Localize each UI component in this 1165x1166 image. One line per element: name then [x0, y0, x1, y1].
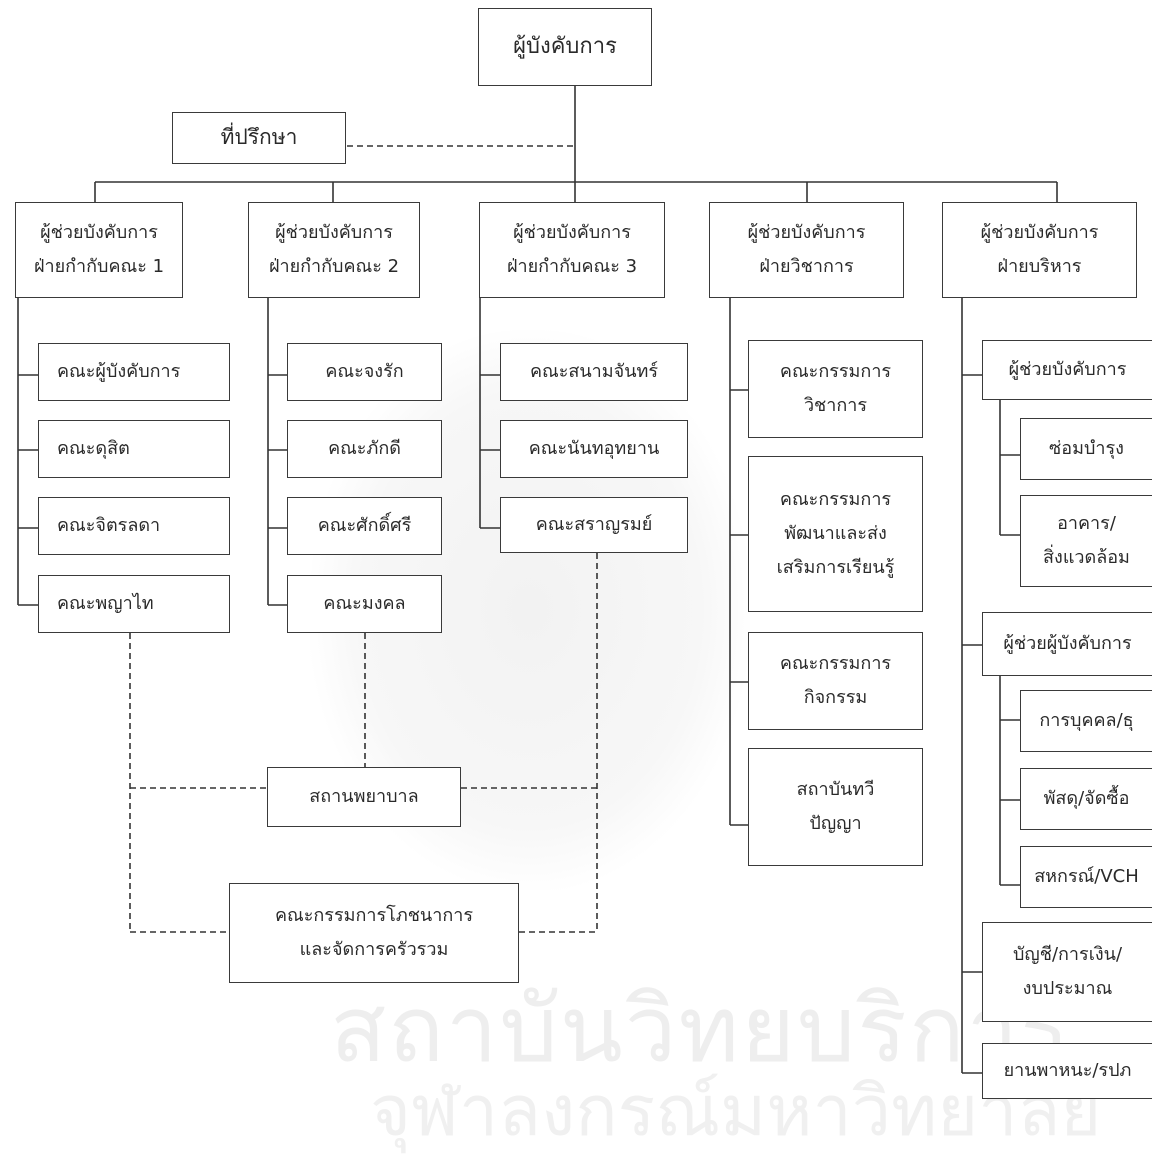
personnel-label: การบุคคล/ธุ	[1039, 709, 1134, 731]
house-label: คณะดุสิต	[57, 437, 130, 459]
connector-lines	[17, 86, 1058, 1074]
house-box: คณะมงคล	[287, 575, 442, 633]
house-box: คณะจิตรลดา	[38, 497, 230, 555]
finance-box: บัญชี/การเงิน/ งบประมาณ	[982, 922, 1152, 1022]
institute-line1: สถาบันทวี	[796, 778, 875, 800]
assistant-box-5: ผู้ช่วยบังคับการ ฝ่ายบริหาร	[942, 202, 1137, 298]
house-box: คณะผู้บังคับการ	[38, 343, 230, 401]
personnel-box: การบุคคล/ธุ	[1020, 690, 1152, 752]
building-line2: สิ่งแวดล้อม	[1043, 547, 1130, 568]
committee-line3: เสริมการเรียนรู้	[776, 557, 895, 579]
assistant-box-3: ผู้ช่วยบังคับการ ฝ่ายกำกับคณะ 3	[479, 202, 665, 298]
procurement-box: พัสดุ/จัดซื้อ	[1020, 768, 1152, 830]
institute-line2: ปัญญา	[809, 813, 862, 834]
institute-box: สถาบันทวี ปัญญา	[748, 748, 923, 866]
house-label: คณะสราญรมย์	[535, 513, 653, 535]
finance-line2: งบประมาณ	[1022, 978, 1113, 999]
house-box: คณะดุสิต	[38, 420, 230, 478]
committee-line1: คณะกรรมการ	[779, 652, 892, 674]
assistant-line1: ผู้ช่วยบังคับการ	[747, 221, 866, 243]
house-box: คณะสราญรมย์	[500, 497, 688, 553]
house-label: คณะจิตรลดา	[57, 514, 161, 536]
assistant-line1: ผู้ช่วยบังคับการ	[513, 221, 631, 243]
nutrition-line1: คณะกรรมการโภชนาการ	[274, 904, 474, 926]
assistant-line2: ฝ่ายกำกับคณะ 3	[506, 256, 638, 277]
nursing-label: สถานพยาบาล	[309, 785, 419, 807]
cooperative-label: สหกรณ์/VCH	[1034, 865, 1139, 887]
assistant-line2: ฝ่ายกำกับคณะ 2	[268, 256, 400, 277]
house-label: คณะผู้บังคับการ	[57, 360, 181, 382]
nutrition-box: คณะกรรมการโภชนาการ และจัดการครัวรวม	[229, 883, 519, 983]
house-box: คณะภักดี	[287, 420, 442, 478]
house-box: คณะจงรัก	[287, 343, 442, 401]
assistant-line1: ผู้ช่วยบังคับการ	[980, 221, 1099, 243]
cooperative-box: สหกรณ์/VCH	[1020, 846, 1152, 908]
vehicles-box: ยานพาหนะ/รปภ	[982, 1043, 1152, 1099]
admin-assistant-label: ผู้ช่วยบังคับการ	[1008, 358, 1127, 380]
house-label: คณะจงรัก	[325, 360, 404, 382]
maintenance-box: ซ่อมบำรุง	[1020, 418, 1152, 480]
commander-box: ผู้บังคับการ	[478, 8, 652, 86]
house-box: คณะศักดิ์ศรี	[287, 497, 442, 555]
finance-line1: บัญชี/การเงิน/	[1012, 943, 1123, 965]
maintenance-label: ซ่อมบำรุง	[1049, 437, 1124, 459]
deputy-assistant-label: ผู้ช่วยผู้บังคับการ	[1003, 632, 1132, 654]
committee-line2: วิชาการ	[803, 395, 868, 416]
house-label: คณะสนามจันทร์	[529, 360, 659, 382]
assistant-box-4: ผู้ช่วยบังคับการ ฝ่ายวิชาการ	[709, 202, 904, 298]
assistant-line1: ผู้ช่วยบังคับการ	[275, 221, 393, 243]
building-box: อาคาร/ สิ่งแวดล้อม	[1020, 495, 1152, 587]
committee-box: คณะกรรมการ กิจกรรม	[748, 632, 923, 730]
admin-assistant-box: ผู้ช่วยบังคับการ	[982, 340, 1152, 400]
vehicles-label: ยานพาหนะ/รปภ	[1003, 1059, 1132, 1081]
house-box: คณะพญาไท	[38, 575, 230, 633]
advisor-label: ที่ปรึกษา	[220, 125, 298, 150]
building-line1: อาคาร/	[1057, 512, 1116, 534]
house-box: คณะสนามจันทร์	[500, 343, 688, 401]
procurement-label: พัสดุ/จัดซื้อ	[1043, 787, 1130, 809]
house-label: คณะนันทอุทยาน	[528, 437, 660, 459]
house-label: คณะภักดี	[328, 437, 401, 459]
committee-line2: พัฒนาและส่ง	[784, 522, 887, 544]
committee-box: คณะกรรมการ พัฒนาและส่ง เสริมการเรียนรู้	[748, 456, 923, 612]
committee-line1: คณะกรรมการ	[779, 488, 892, 510]
nursing-box: สถานพยาบาล	[267, 767, 461, 827]
house-label: คณะมงคล	[323, 592, 406, 614]
nutrition-line2: และจัดการครัวรวม	[299, 939, 449, 960]
assistant-line2: ฝ่ายบริหาร	[997, 256, 1082, 277]
assistant-line1: ผู้ช่วยบังคับการ	[40, 221, 158, 243]
assistant-box-1: ผู้ช่วยบังคับการ ฝ่ายกำกับคณะ 1	[15, 202, 183, 298]
assistant-line2: ฝ่ายวิชาการ	[759, 256, 854, 277]
house-box: คณะนันทอุทยาน	[500, 420, 688, 478]
commander-label: ผู้บังคับการ	[513, 34, 617, 60]
assistant-box-2: ผู้ช่วยบังคับการ ฝ่ายกำกับคณะ 2	[248, 202, 420, 298]
deputy-assistant-box: ผู้ช่วยผู้บังคับการ	[982, 612, 1152, 676]
advisor-box: ที่ปรึกษา	[172, 112, 346, 164]
watermark-text: สถาบันวิทยบริการ	[330, 976, 1072, 1083]
house-label: คณะพญาไท	[57, 592, 154, 614]
assistant-line2: ฝ่ายกำกับคณะ 1	[33, 256, 165, 277]
committee-box: คณะกรรมการ วิชาการ	[748, 340, 923, 438]
committee-line2: กิจกรรม	[803, 687, 868, 708]
committee-line1: คณะกรรมการ	[779, 360, 892, 382]
house-label: คณะศักดิ์ศรี	[317, 514, 412, 536]
